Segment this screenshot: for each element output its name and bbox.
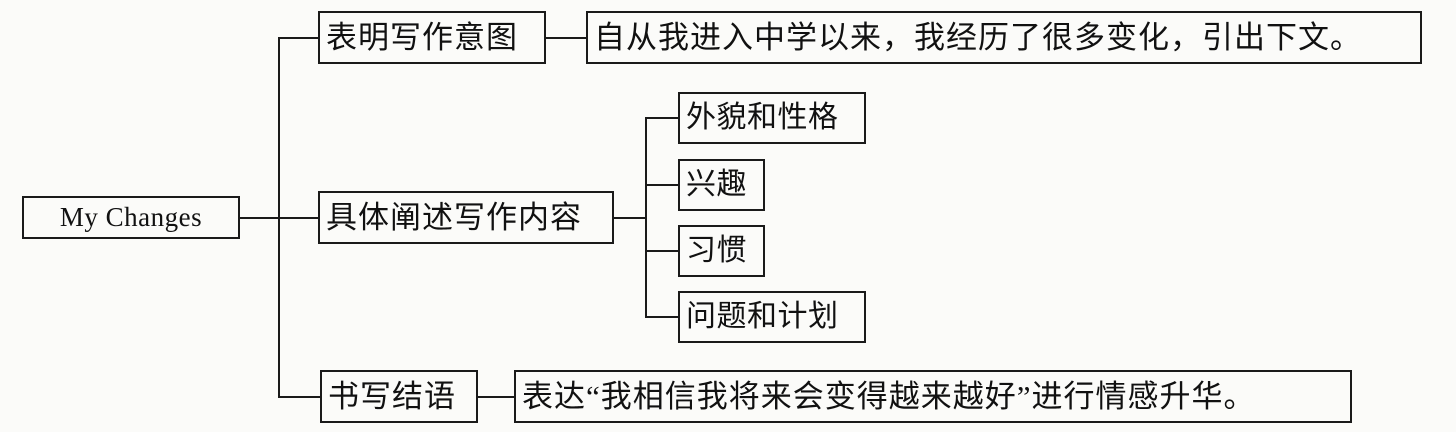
connector-root-stub (240, 217, 280, 219)
branch-node-conclusion-label: 书写结语 (328, 379, 456, 414)
connector-conclusion-to-detail (478, 396, 516, 398)
child-node-habit[interactable]: 习惯 (678, 225, 765, 277)
connector-subspine-to-habit (645, 250, 680, 252)
child-node-habit-label: 习惯 (686, 234, 747, 267)
branch-node-body-label: 具体阐述写作内容 (326, 200, 582, 235)
branch-node-intro-label: 表明写作意图 (326, 20, 518, 55)
child-node-problem-label: 问题和计划 (686, 300, 839, 333)
connector-intro-to-detail (546, 37, 588, 39)
connector-subspine-to-appearance (645, 117, 680, 119)
child-node-appearance[interactable]: 外貌和性格 (678, 92, 866, 144)
connector-spine-to-intro (278, 37, 320, 39)
connector-sub-spine (645, 117, 647, 317)
detail-node-conclusion-label: 表达“我相信我将来会变得越来越好”进行情感升华。 (522, 379, 1256, 414)
detail-node-conclusion[interactable]: 表达“我相信我将来会变得越来越好”进行情感升华。 (514, 370, 1352, 423)
connector-body-to-subspine (612, 217, 647, 219)
child-node-problem[interactable]: 问题和计划 (678, 291, 866, 343)
child-node-interest[interactable]: 兴趣 (678, 159, 765, 211)
detail-node-intro-label: 自从我进入中学以来，我经历了很多变化，引出下文。 (594, 20, 1362, 55)
connector-subspine-to-interest (645, 184, 680, 186)
branch-node-intro[interactable]: 表明写作意图 (318, 11, 546, 64)
branch-node-body[interactable]: 具体阐述写作内容 (318, 191, 614, 244)
connector-spine-to-body (278, 217, 320, 219)
connector-subspine-to-problem (645, 316, 680, 318)
root-node-label: My Changes (59, 202, 203, 232)
child-node-appearance-label: 外貌和性格 (686, 101, 839, 134)
detail-node-intro[interactable]: 自从我进入中学以来，我经历了很多变化，引出下文。 (586, 11, 1422, 64)
root-node[interactable]: My Changes (22, 196, 240, 239)
connector-spine-to-conclusion (278, 396, 320, 398)
child-node-interest-label: 兴趣 (686, 168, 747, 201)
branch-node-conclusion[interactable]: 书写结语 (320, 370, 478, 423)
